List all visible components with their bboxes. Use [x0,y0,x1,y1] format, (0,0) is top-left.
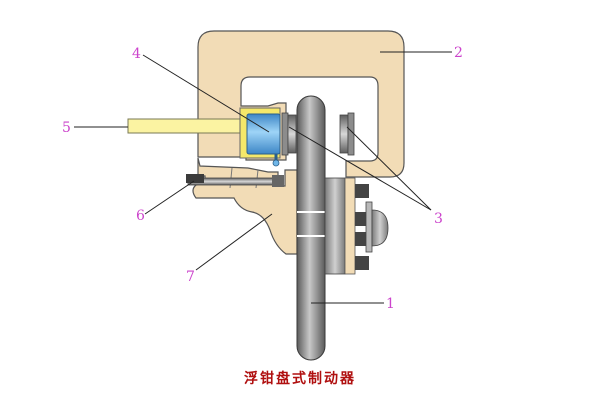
wheel-stud-2 [355,212,369,226]
leader-4 [142,54,270,133]
hub-body [344,177,356,275]
label-1: 1 [386,296,395,312]
leader-7 [195,213,273,271]
wheel-stud-4 [355,256,369,270]
leader-3a [288,126,432,211]
outer-brake-pad-backing [347,112,355,156]
leader-3b [346,126,432,211]
caliper-bracket [192,157,298,255]
outer-brake-pad [339,114,349,154]
piston-bleed-tip [272,159,280,167]
inner-brake-pad [287,114,297,154]
wheel-stud-3 [355,232,369,246]
label-6: 6 [136,208,145,224]
label-3: 3 [434,211,443,227]
label-5: 5 [62,120,71,136]
leader-lines [74,51,452,304]
hub-cap-ring [365,201,373,253]
inner-brake-pad-backing [281,112,289,156]
guide-pin-bushing [272,175,284,187]
leader-6 [144,180,195,215]
diagram-title: 浮钳盘式制动器 [244,371,356,387]
hub-cap [371,209,389,247]
label-2: 2 [454,45,463,61]
wheel-stud-1 [355,184,369,198]
label-4: 4 [132,46,141,62]
brake-disc [296,95,326,361]
guide-pin-sleeve [186,174,204,183]
piston [246,113,281,155]
input-rod [127,118,245,134]
label-7: 7 [186,269,195,285]
hub-flange [324,177,346,275]
